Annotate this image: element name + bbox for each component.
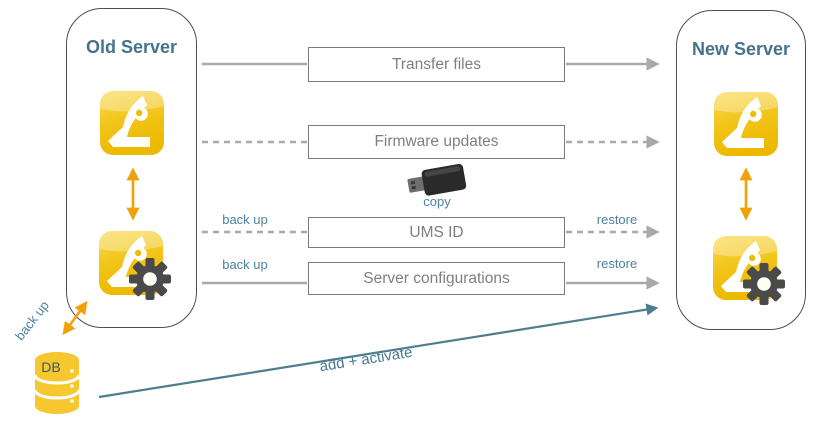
ums-app-icon-old [100, 91, 164, 155]
ums-id-box: UMS ID [308, 217, 565, 248]
ums-config-gear-icon-old [99, 231, 163, 295]
firmware-updates-label: Firmware updates [374, 133, 499, 150]
db-backup-label: back up [12, 297, 52, 344]
add-activate-label: add + activate [318, 343, 414, 376]
db-label: DB [41, 359, 61, 375]
ums-app-icon-new [714, 92, 778, 156]
usb-copy-label: copy [423, 194, 451, 209]
database-cylinder-icon [33, 352, 81, 414]
ums-id-backup-label: back up [222, 212, 268, 227]
server-config-restore-label: restore [596, 256, 638, 271]
new-server-title: New Server [691, 39, 791, 59]
ums-id-label: UMS ID [409, 223, 464, 241]
ums-config-gear-icon-new [713, 236, 777, 300]
transfer-files-box: Transfer files [308, 47, 565, 82]
server-config-backup-label: back up [222, 257, 268, 272]
server-configurations-box: Server configurations [308, 262, 565, 295]
usb-stick-icon [407, 163, 467, 196]
ums-id-restore-label: restore [596, 212, 638, 227]
old-server-title: Old Server [85, 37, 178, 57]
server-configurations-label: Server configurations [363, 269, 510, 287]
firmware-updates-box: Firmware updates [308, 125, 565, 159]
transfer-files-label: Transfer files [391, 55, 481, 73]
